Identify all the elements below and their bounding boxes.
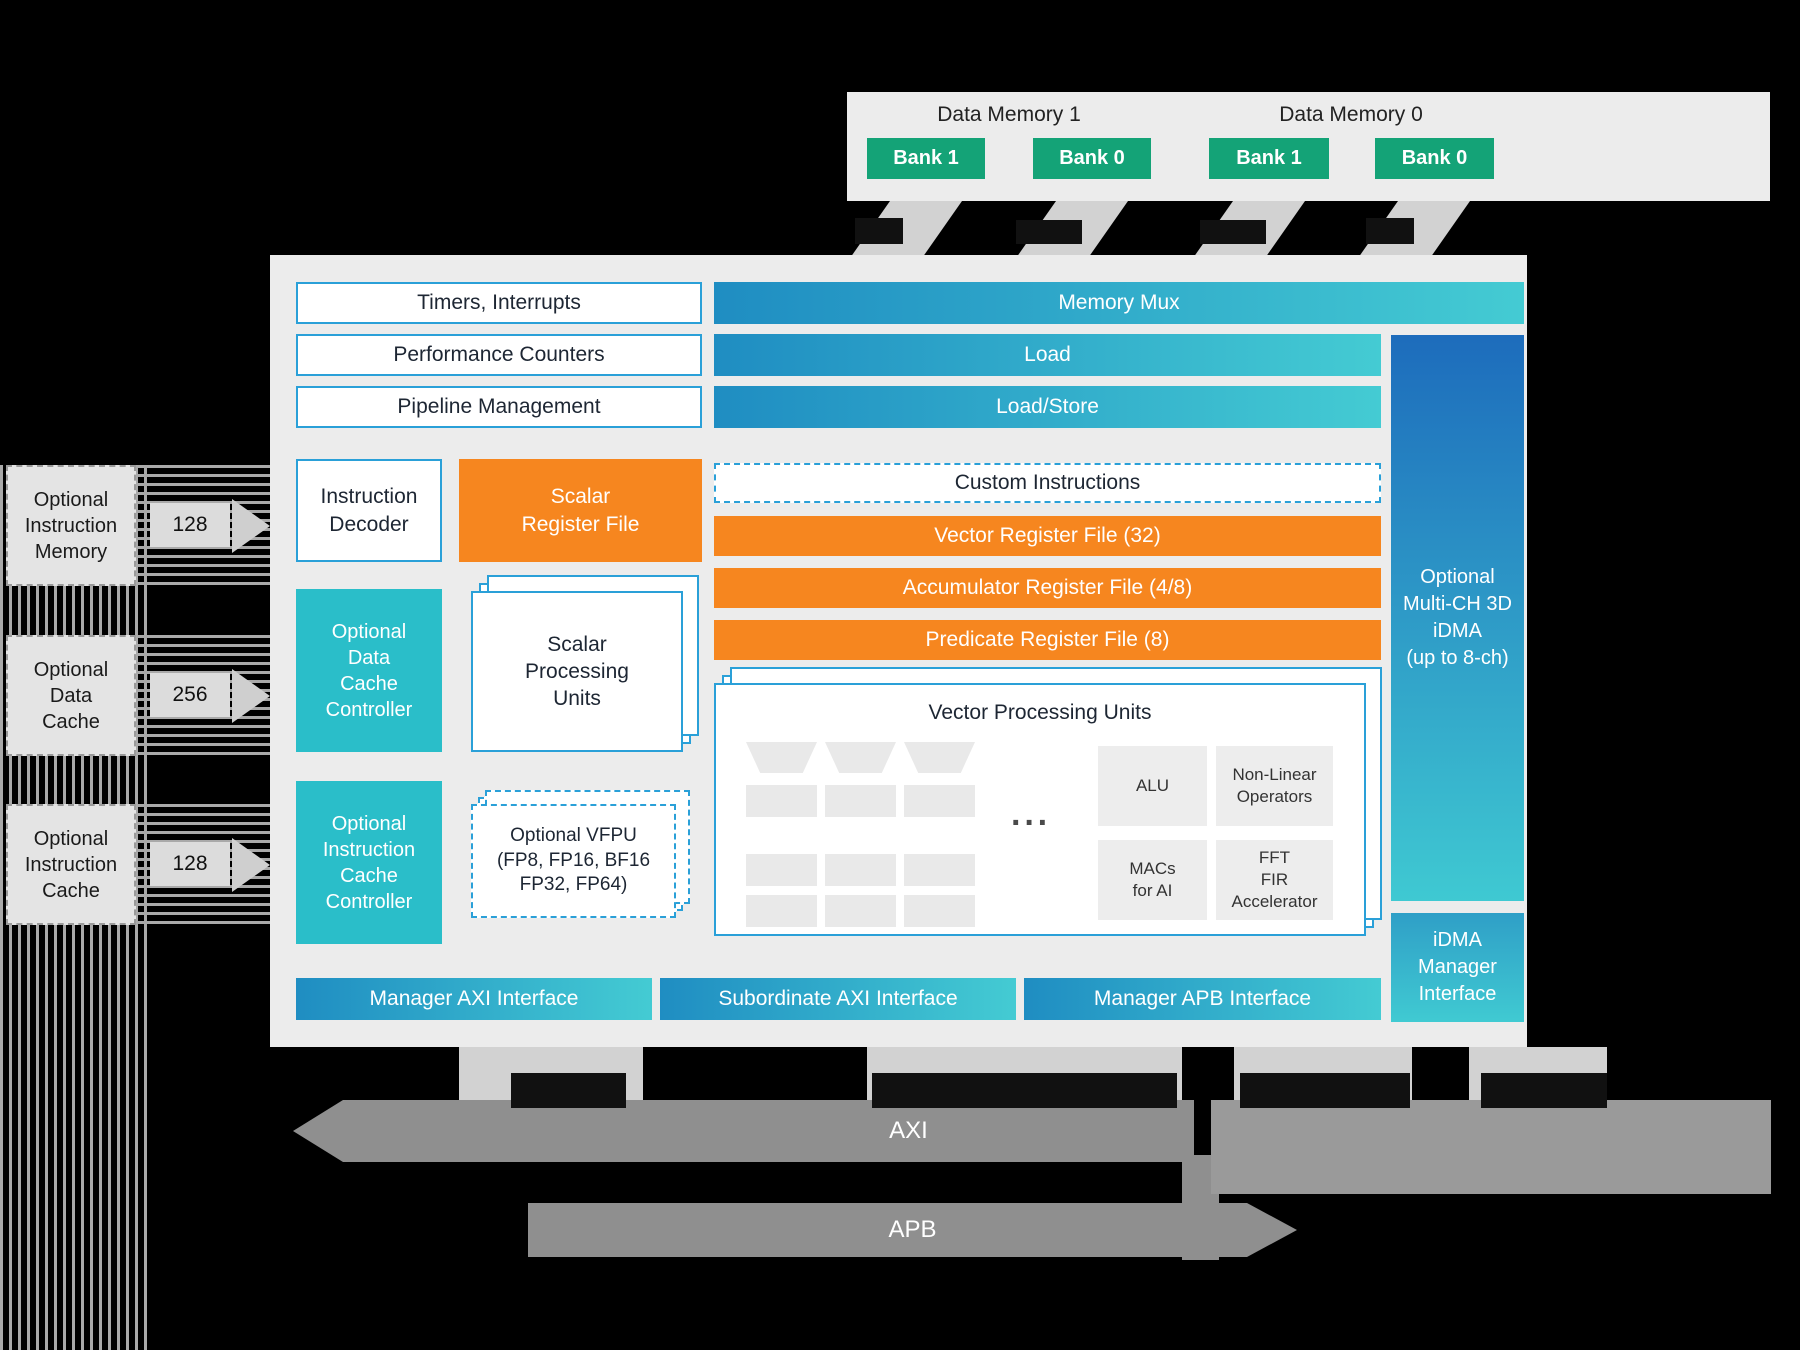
redacted-label [1240, 1073, 1410, 1108]
optional-data-cache-controller-block: Optional Data Cache Controller [296, 589, 442, 752]
data-memory-1-label: Data Memory 1 [937, 103, 1081, 126]
performance-counters-block: Performance Counters [296, 334, 702, 376]
macs-for-ai-unit: MACs for AI [1098, 840, 1207, 920]
optional-instruction-cache-block: Optional Instruction Cache [6, 804, 136, 925]
load-store-bar: Load/Store [714, 386, 1381, 428]
redacted-label [511, 1073, 626, 1108]
non-linear-operators-unit: Non-Linear Operators [1216, 746, 1333, 826]
optional-idma-block: Optional Multi-CH 3D iDMA (up to 8-ch) [1391, 335, 1524, 901]
optional-instruction-cache-controller-block: Optional Instruction Cache Controller [296, 781, 442, 944]
axi-label: AXI [889, 1117, 928, 1144]
load-bar: Load [714, 334, 1381, 376]
optional-vfpu-block: Optional VFPU (FP8, FP16, BF16 FP32, FP6… [471, 804, 676, 918]
alu-unit: ALU [1098, 746, 1207, 826]
optional-instruction-memory-block: Optional Instruction Memory [6, 465, 136, 586]
bus-width-label: 256 [150, 673, 230, 717]
fft-fir-accelerator-unit: FFT FIR Accelerator [1216, 840, 1333, 920]
ellipsis-icon: ··· [1011, 803, 1051, 842]
vector-processing-units-block: Vector Processing Units ··· ALU Non-Line… [714, 683, 1366, 936]
memory-mux-bar: Memory Mux [714, 282, 1524, 324]
vpu-lane-placeholder [746, 854, 817, 886]
manager-apb-interface-bar: Manager APB Interface [1024, 978, 1381, 1020]
pipeline-management-block: Pipeline Management [296, 386, 702, 428]
vpu-funnel-placeholder [746, 742, 817, 773]
vpu-lane-placeholder [904, 895, 975, 927]
bank-box: Bank 0 [1375, 138, 1494, 179]
manager-axi-interface-bar: Manager AXI Interface [296, 978, 652, 1020]
optional-data-cache-block: Optional Data Cache [6, 635, 136, 756]
redacted-label [855, 218, 903, 244]
bank-box: Bank 1 [867, 138, 985, 179]
redacted-label [1481, 1073, 1607, 1108]
axi-bus-arrow: AXI [293, 1100, 1194, 1162]
bus-block [1211, 1100, 1771, 1194]
custom-instructions-block: Custom Instructions [714, 463, 1381, 503]
vpu-lane-placeholder [904, 785, 975, 817]
apb-bus-arrow: APB [528, 1203, 1297, 1257]
accumulator-register-file-bar: Accumulator Register File (4/8) [714, 568, 1381, 608]
vpu-funnel-placeholder [904, 742, 975, 773]
bus-width-label: 128 [150, 842, 230, 886]
core-panel: Timers, Interrupts Performance Counters … [270, 255, 1527, 1047]
redacted-label [1366, 218, 1414, 244]
redacted-label [1016, 220, 1082, 244]
apb-label: APB [888, 1216, 937, 1243]
scalar-register-file-block: Scalar Register File [459, 459, 702, 562]
vpu-lane-placeholder [825, 854, 896, 886]
vpu-lane-placeholder [825, 895, 896, 927]
vpu-lane-placeholder [904, 854, 975, 886]
vpu-lane-placeholder [746, 895, 817, 927]
scalar-processing-units-block: Scalar Processing Units [471, 591, 683, 752]
idma-manager-interface-block: iDMA Manager Interface [1391, 913, 1524, 1022]
redacted-label [1200, 220, 1266, 244]
bus-width-label: 128 [150, 503, 230, 547]
bank-box: Bank 0 [1033, 138, 1151, 179]
subordinate-axi-interface-bar: Subordinate AXI Interface [660, 978, 1016, 1020]
redacted-label [872, 1073, 1177, 1108]
vector-register-file-bar: Vector Register File (32) [714, 516, 1381, 556]
timers-interrupts-block: Timers, Interrupts [296, 282, 702, 324]
data-memory-0-label: Data Memory 0 [1279, 103, 1423, 126]
instruction-decoder-block: Instruction Decoder [296, 459, 442, 562]
bank-box: Bank 1 [1209, 138, 1329, 179]
vpu-lane-placeholder [825, 785, 896, 817]
vpu-funnel-placeholder [825, 742, 896, 773]
predicate-register-file-bar: Predicate Register File (8) [714, 620, 1381, 660]
vpu-title: Vector Processing Units [928, 701, 1152, 724]
vpu-lane-placeholder [746, 785, 817, 817]
data-memory-panel: Data Memory 1 Data Memory 0 Bank 1 Bank … [847, 92, 1770, 201]
